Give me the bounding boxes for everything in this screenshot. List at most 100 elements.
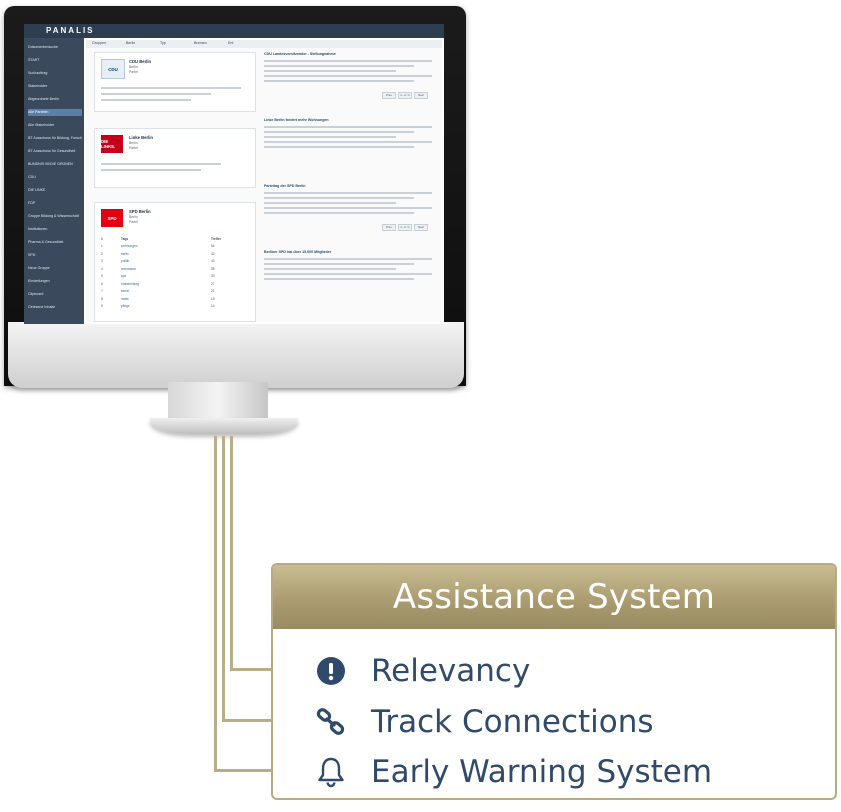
toolbar-item[interactable]: Bremen	[194, 41, 207, 45]
table-cell[interactable]: politik	[121, 259, 130, 263]
entity-type: Partei	[129, 220, 138, 224]
monitor-chin	[8, 322, 464, 388]
table-cell: 6	[101, 281, 103, 286]
connector-line	[230, 436, 233, 670]
sidebar-item[interactable]: Alle Parteien	[28, 109, 82, 116]
table-cell[interactable]: brandenburg	[121, 281, 140, 286]
connector-line	[222, 719, 288, 722]
pager-button[interactable]: Next	[414, 92, 428, 99]
entity-name[interactable]: SPD Berlin	[129, 209, 151, 214]
pager-button[interactable]: Next	[414, 224, 428, 231]
sidebar-item[interactable]: Stakeholder	[28, 84, 48, 88]
pager-button[interactable]: Prev	[382, 92, 396, 99]
toolbar-item[interactable]: Berlin	[126, 41, 136, 45]
table-cell: 7	[101, 289, 103, 293]
entity-name[interactable]: Linke Berlin	[129, 135, 153, 140]
monitor-stand	[168, 382, 268, 422]
table-cell: 3	[101, 259, 103, 263]
spd-logo: SPD	[101, 209, 123, 227]
sidebar-item[interactable]: Dokumentensuche	[28, 45, 58, 49]
toolbar-item[interactable]: Typ	[160, 41, 166, 45]
sidebar-item[interactable]: BUNDNIS 90/DIE GRÜNEN	[28, 162, 73, 166]
table-cell: 1	[101, 244, 103, 248]
table-cell[interactable]: spd	[121, 274, 127, 278]
sidebar-item[interactable]: Pharma & Gesundheit	[28, 240, 64, 244]
connector-line	[222, 436, 225, 721]
app-topbar: PANALIS	[24, 24, 444, 38]
pager-button[interactable]: 1 - 2 / 1	[398, 92, 412, 99]
table-cell: 8	[101, 296, 103, 301]
sidebar-item[interactable]: START	[28, 58, 40, 62]
sidebar-item[interactable]: Einstellungen	[28, 279, 50, 283]
pager-button[interactable]: 1 - 2 / 1	[398, 224, 412, 231]
table-cell[interactable]: wohnraum	[121, 266, 136, 271]
sidebar-item[interactable]: Clipboard	[28, 292, 44, 296]
table-cell[interactable]: senat	[121, 289, 129, 293]
table-cell: 27	[211, 281, 215, 286]
table-cell[interactable]: miete	[121, 296, 129, 301]
entity-name[interactable]: CDU Berlin	[129, 59, 152, 64]
entity-location: Berlin	[129, 65, 138, 69]
table-header-cell: #	[101, 237, 103, 241]
table-cell: 4	[101, 266, 103, 271]
assistance-system-panel: Assistance System Relevancy Track Connec…	[271, 563, 837, 800]
sidebar-item[interactable]: Gelesene Inhalte	[28, 305, 56, 309]
sidebar-item[interactable]: BT Ausschuss für Gesundheit	[28, 149, 76, 153]
pager-button[interactable]: Prev	[382, 224, 396, 231]
feature-track-connections: Track Connections	[313, 702, 833, 742]
feature-early-warning: Early Warning System	[313, 752, 833, 792]
app-toolbar: Gruppen Berlin Typ Bremen Ent	[86, 40, 442, 48]
news-title[interactable]: Linke Berlin fordert mehr Wohnungen	[264, 118, 329, 122]
sidebar-item[interactable]: FDP	[28, 201, 36, 205]
table-cell: 21	[211, 289, 215, 293]
entity-card[interactable]: DIE LINKE. Linke Berlin Berlin Partei	[94, 128, 256, 188]
sidebar-item[interactable]: Abgeordnete Berlin	[28, 97, 59, 101]
sidebar-item[interactable]: BT Ausschuss für Bildung, Forschung und …	[28, 136, 82, 140]
news-title[interactable]: CDU Landesvorsitzender - Stellungnahme	[264, 52, 336, 56]
feature-label: Early Warning System	[371, 754, 713, 790]
sidebar-item[interactable]: Gruppe Bildung & Wissenschaft	[28, 214, 79, 218]
table-cell: 42	[211, 251, 215, 256]
table-cell[interactable]: berlin	[121, 251, 129, 256]
panel-title: Assistance System	[392, 577, 716, 617]
connector-line	[214, 769, 288, 772]
exclamation-circle-icon	[313, 653, 349, 689]
feature-relevancy: Relevancy	[313, 651, 833, 691]
sidebar-item[interactable]: SPD	[28, 253, 36, 257]
table-cell: 2	[101, 251, 103, 256]
table-cell: 9	[101, 304, 103, 308]
table-cell: 40	[211, 259, 215, 263]
entity-type: Partei	[129, 70, 138, 74]
toolbar-item[interactable]: Ent	[228, 41, 234, 45]
app-logo: PANALIS	[46, 26, 95, 35]
entity-card[interactable]: CDU CDU Berlin Berlin Partei	[94, 52, 256, 112]
entity-type: Partei	[129, 146, 138, 150]
table-cell: 14	[211, 304, 215, 308]
sidebar-item[interactable]: Institutionen	[28, 227, 48, 231]
table-cell: 33	[211, 274, 215, 278]
entity-location: Berlin	[129, 215, 138, 219]
table-cell: 54	[211, 244, 215, 248]
linke-logo: DIE LINKE.	[101, 135, 123, 153]
entity-location: Berlin	[129, 141, 138, 145]
news-title[interactable]: Parteitag der SPD Berlin	[264, 184, 306, 188]
bell-icon	[313, 754, 349, 790]
toolbar-item[interactable]: Gruppen	[92, 41, 106, 45]
table-cell[interactable]: pflege	[121, 304, 130, 308]
sidebar-item[interactable]: Suchauftrag	[28, 71, 48, 75]
sidebar-item[interactable]: DIE LINKE	[28, 188, 46, 192]
sidebar-item[interactable]: Alle Stakeholder	[28, 123, 55, 127]
sidebar-item[interactable]: Neue Gruppe	[28, 266, 50, 270]
news-title[interactable]: Berliner SPD hat über 15.000 Mitglieder	[264, 250, 332, 254]
panel-header: Assistance System	[273, 565, 835, 629]
sidebar-item[interactable]: CDU	[28, 175, 36, 179]
feature-label: Relevancy	[371, 653, 531, 689]
connector-line	[214, 436, 217, 771]
table-cell[interactable]: wohnungen	[121, 244, 138, 248]
table-header-cell: Tags	[121, 237, 129, 241]
